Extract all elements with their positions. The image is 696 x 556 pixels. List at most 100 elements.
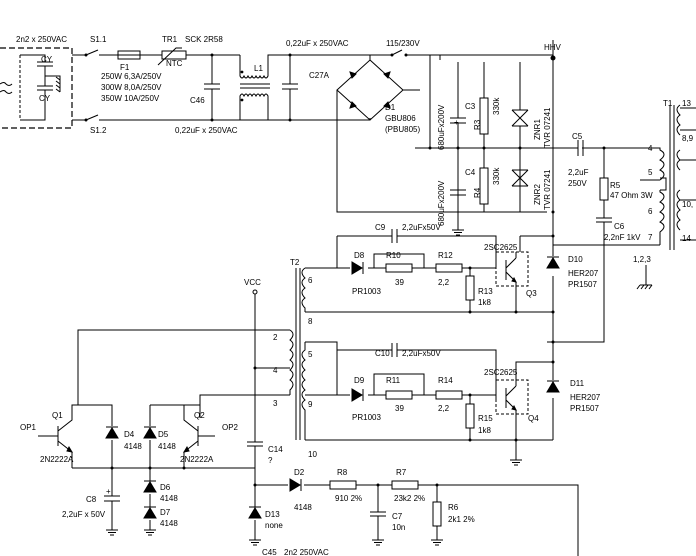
r7-value: 23k2 2%: [394, 494, 425, 503]
t2-pin3: 3: [273, 399, 278, 408]
r15-value: 1k8: [478, 426, 491, 435]
r13-label: R13: [478, 287, 493, 296]
d1-label: D1: [385, 103, 396, 112]
q2-label: Q2: [194, 411, 205, 420]
r11-symbol: [385, 390, 413, 400]
q3-type: 2SC2625: [484, 243, 518, 252]
t2-pin4: 4: [273, 366, 278, 375]
t1-pin89: 8,9: [682, 134, 694, 143]
d5-label: D5: [158, 430, 169, 439]
t1-pin6: 6: [648, 207, 653, 216]
r15-label: R15: [478, 414, 493, 423]
sck-label: SCK 2R58: [185, 35, 223, 44]
tvr2-label: TVR 07241: [543, 169, 552, 210]
r14-symbol: [435, 390, 463, 400]
r14-value: 2,2: [438, 404, 450, 413]
pbu-label: (PBU805): [385, 125, 420, 134]
d8-value: PR1003: [352, 287, 381, 296]
c9-value: 2,2uFx50V: [402, 223, 441, 232]
r5-label: R5: [610, 181, 621, 190]
t1-pin7: 7: [648, 233, 653, 242]
t1-gnd-pins: 1,2,3: [633, 255, 651, 264]
d13-label: D13: [265, 510, 280, 519]
c6-label: C6: [614, 222, 625, 231]
switch-s12-label: S1.2: [90, 126, 107, 135]
r6-label: R6: [448, 503, 459, 512]
znr1-label: ZNR1: [533, 119, 542, 140]
d11-value1: HER207: [570, 393, 601, 402]
t1-pin14: 14: [682, 234, 691, 243]
r3-value: 330k: [492, 97, 501, 115]
r12-value: 2,2: [438, 278, 450, 287]
c5-value1: 2,2uF: [568, 168, 589, 177]
c10-label: C10: [375, 349, 390, 358]
c8-label: C8: [86, 495, 97, 504]
c4-label: C4: [465, 168, 476, 177]
vcc-rail: VCC C14 ?: [244, 278, 283, 485]
r8-value: 910 2%: [335, 494, 362, 503]
cy-rating-label: 2n2 x 250VAC: [16, 35, 67, 44]
cy-dashed-box: [0, 47, 73, 129]
c9-label: C9: [375, 223, 386, 232]
q3-box: [495, 251, 529, 287]
c5-value2: 250V: [568, 179, 587, 188]
r3-label: R3: [473, 119, 482, 130]
bridge-d1-symbol: [336, 59, 404, 121]
t2-pin5: 5: [308, 350, 313, 359]
rectifier-section: D1 GBU806 (PBU805) 115/230V HHV + C3 680…: [336, 39, 562, 236]
c8-value: 2,2uF x 50V: [62, 510, 106, 519]
r11-value: 39: [395, 404, 404, 413]
c7-label: C7: [392, 512, 403, 521]
d4-value: 4148: [124, 442, 142, 451]
r6-symbol: [432, 501, 442, 527]
d2-value: 4148: [294, 503, 312, 512]
r7-symbol: [391, 480, 419, 490]
r10-label: R10: [386, 251, 401, 260]
d10-label: D10: [568, 255, 583, 264]
q2-value: 2N2222A: [180, 455, 214, 464]
r12-label: R12: [438, 251, 453, 260]
d5-value: 4148: [158, 442, 176, 451]
driver-transformer-t2: T2 6 8 5 9 10 2 4 3: [77, 258, 317, 459]
switch-s11-label: S1.1: [90, 35, 107, 44]
d10-value1: HER207: [568, 269, 599, 278]
c27-value: 0,22uF x 250VAC: [286, 39, 349, 48]
t1-pin13: 13: [682, 99, 691, 108]
q4-label: Q4: [528, 414, 539, 423]
q4-box: [495, 379, 529, 415]
cy2-label: CY: [39, 94, 51, 103]
mains-selector-label: 115/230V: [386, 39, 420, 48]
d6-label: D6: [160, 483, 171, 492]
r6-value: 2k1 2%: [448, 515, 475, 524]
c46-label: C46: [190, 96, 205, 105]
t2-pin6: 6: [308, 276, 313, 285]
tr1-label: TR1: [162, 35, 178, 44]
t2-pin2: 2: [273, 333, 278, 342]
r10-symbol: [385, 263, 413, 273]
lower-switch-section: C10 2,2uFx50V D9 PR1003 R11 39 R14 2,2 R…: [305, 340, 601, 466]
r10-value: 39: [395, 278, 404, 287]
d6-value: 4148: [160, 494, 178, 503]
r13-value: 1k8: [478, 298, 491, 307]
q1-value: 2N2222A: [40, 455, 74, 464]
gbu-label: GBU806: [385, 114, 416, 123]
vcc-label: VCC: [244, 278, 261, 287]
r5-symbol: [599, 177, 609, 201]
c14-value: ?: [268, 456, 273, 465]
ntc-label: NTC: [166, 59, 183, 68]
r4-symbol: [479, 167, 489, 205]
fuse-rating-1: 250W 6,3A/250V: [101, 72, 162, 81]
c7-value: 10n: [392, 523, 405, 532]
r15-symbol: [465, 403, 475, 429]
d7-label: D7: [160, 508, 171, 517]
c4-value: 680uFx200V: [437, 180, 446, 226]
r5-value: 47 Ohm 3W: [610, 191, 653, 200]
q1-label: Q1: [52, 411, 63, 420]
hhv-label: HHV: [544, 43, 562, 52]
c45-label: C45: [262, 548, 277, 556]
t1-pin10: 10,: [682, 200, 693, 209]
c6-value: 2,2nF 1kV: [604, 233, 641, 242]
upper-switch-section: D10 HER207 PR1507 2SC2625 Q3 C9 2,2uFx50…: [305, 150, 599, 342]
cy1-label: CY: [41, 55, 53, 64]
r11-label: R11: [386, 376, 401, 385]
